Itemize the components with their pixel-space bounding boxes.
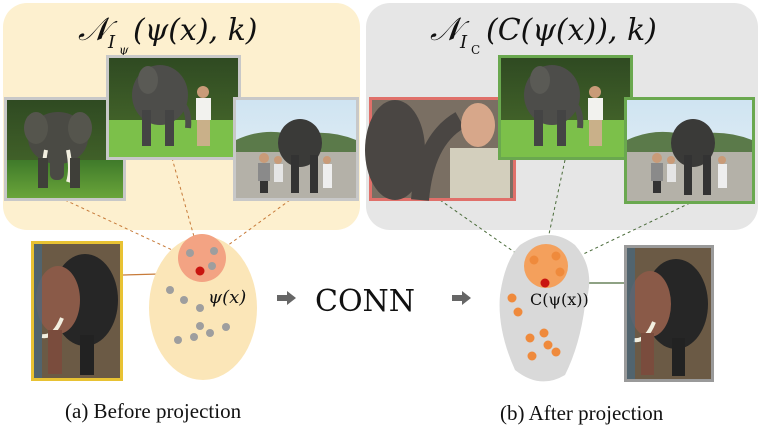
left-arrow (277, 291, 296, 305)
conn-label: CONN (315, 284, 415, 319)
left-title-args: (ψ(x), k) (133, 13, 258, 48)
right-point-label: C(ψ(x)) (530, 290, 589, 309)
left-caption: (a) Before projection (65, 399, 242, 423)
left-neighborhood (178, 234, 226, 282)
left-title-subsubscript: ψ (119, 43, 129, 57)
right-title-args: (C(ψ(x)), k) (486, 13, 657, 48)
left-query-image (31, 241, 123, 381)
left-point-label: ψ(x) (208, 287, 246, 308)
right-neighbor-image-wrong (365, 97, 516, 201)
left-query-point (195, 266, 205, 276)
left-neighbor-image-3 (233, 97, 359, 201)
right-orange-points (507, 251, 565, 361)
right-neighbor-image-correct-1 (498, 55, 633, 160)
right-title-subscript: I (459, 32, 468, 53)
right-arrow (452, 291, 471, 305)
left-gray-points (166, 247, 230, 344)
right-neighbor-image-correct-2 (624, 97, 755, 204)
left-neighbor-image-2 (106, 55, 241, 160)
left-neighbor-image-1 (4, 97, 126, 201)
left-title-subscript: I (107, 32, 116, 53)
right-query-image (624, 245, 714, 382)
right-query-point (540, 278, 550, 288)
right-title-subsubscript: C (471, 43, 480, 57)
right-caption: (b) After projection (500, 401, 664, 425)
